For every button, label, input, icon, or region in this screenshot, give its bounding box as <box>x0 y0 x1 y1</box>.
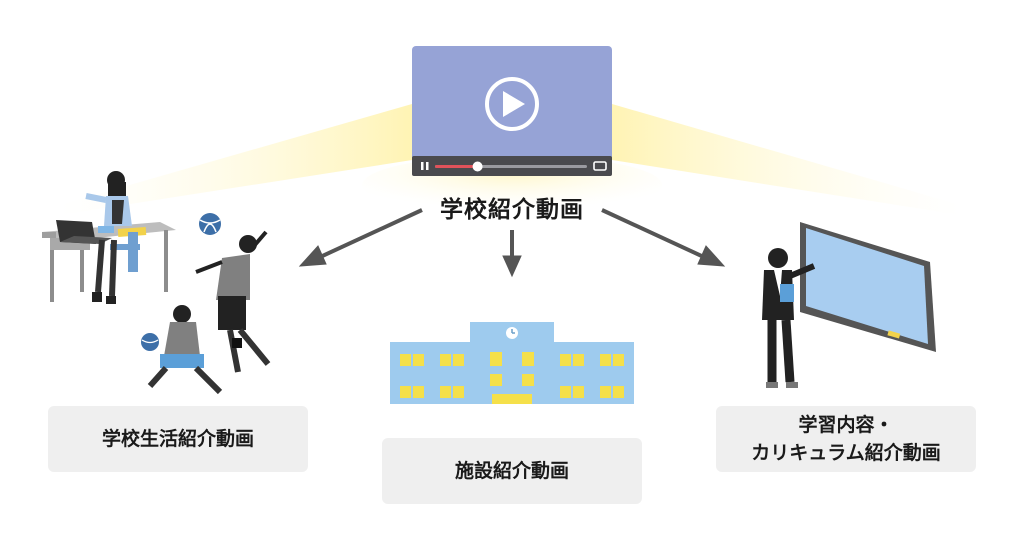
arrow-down <box>502 230 522 278</box>
video-player[interactable] <box>412 46 612 176</box>
play-icon[interactable] <box>485 77 539 131</box>
facilities-video-card[interactable]: 施設紹介動画 <box>382 438 642 504</box>
school-building-illustration <box>390 322 634 404</box>
classroom-illustration <box>762 222 936 388</box>
pause-icon[interactable] <box>421 162 429 170</box>
facilities-video-label: 施設紹介動画 <box>454 459 569 482</box>
school-life-video-card[interactable]: 学校生活紹介動画 <box>48 406 308 472</box>
main-title: 学校紹介動画 <box>440 197 584 223</box>
curriculum-video-card[interactable]: 学習内容・ カリキュラム紹介動画 <box>716 406 976 472</box>
arrows <box>298 208 726 278</box>
school-life-illustration <box>42 171 271 395</box>
progress-fill <box>435 165 478 168</box>
school-life-video-label: 学校生活紹介動画 <box>101 427 254 450</box>
arrow-left <box>298 208 423 267</box>
curriculum-video-label-line-1: 学習内容・ <box>798 413 894 436</box>
progress-knob[interactable] <box>472 161 483 172</box>
curriculum-video-label-line-2: カリキュラム紹介動画 <box>751 442 941 464</box>
fullscreen-icon[interactable] <box>593 161 607 171</box>
arrow-right <box>601 208 726 267</box>
